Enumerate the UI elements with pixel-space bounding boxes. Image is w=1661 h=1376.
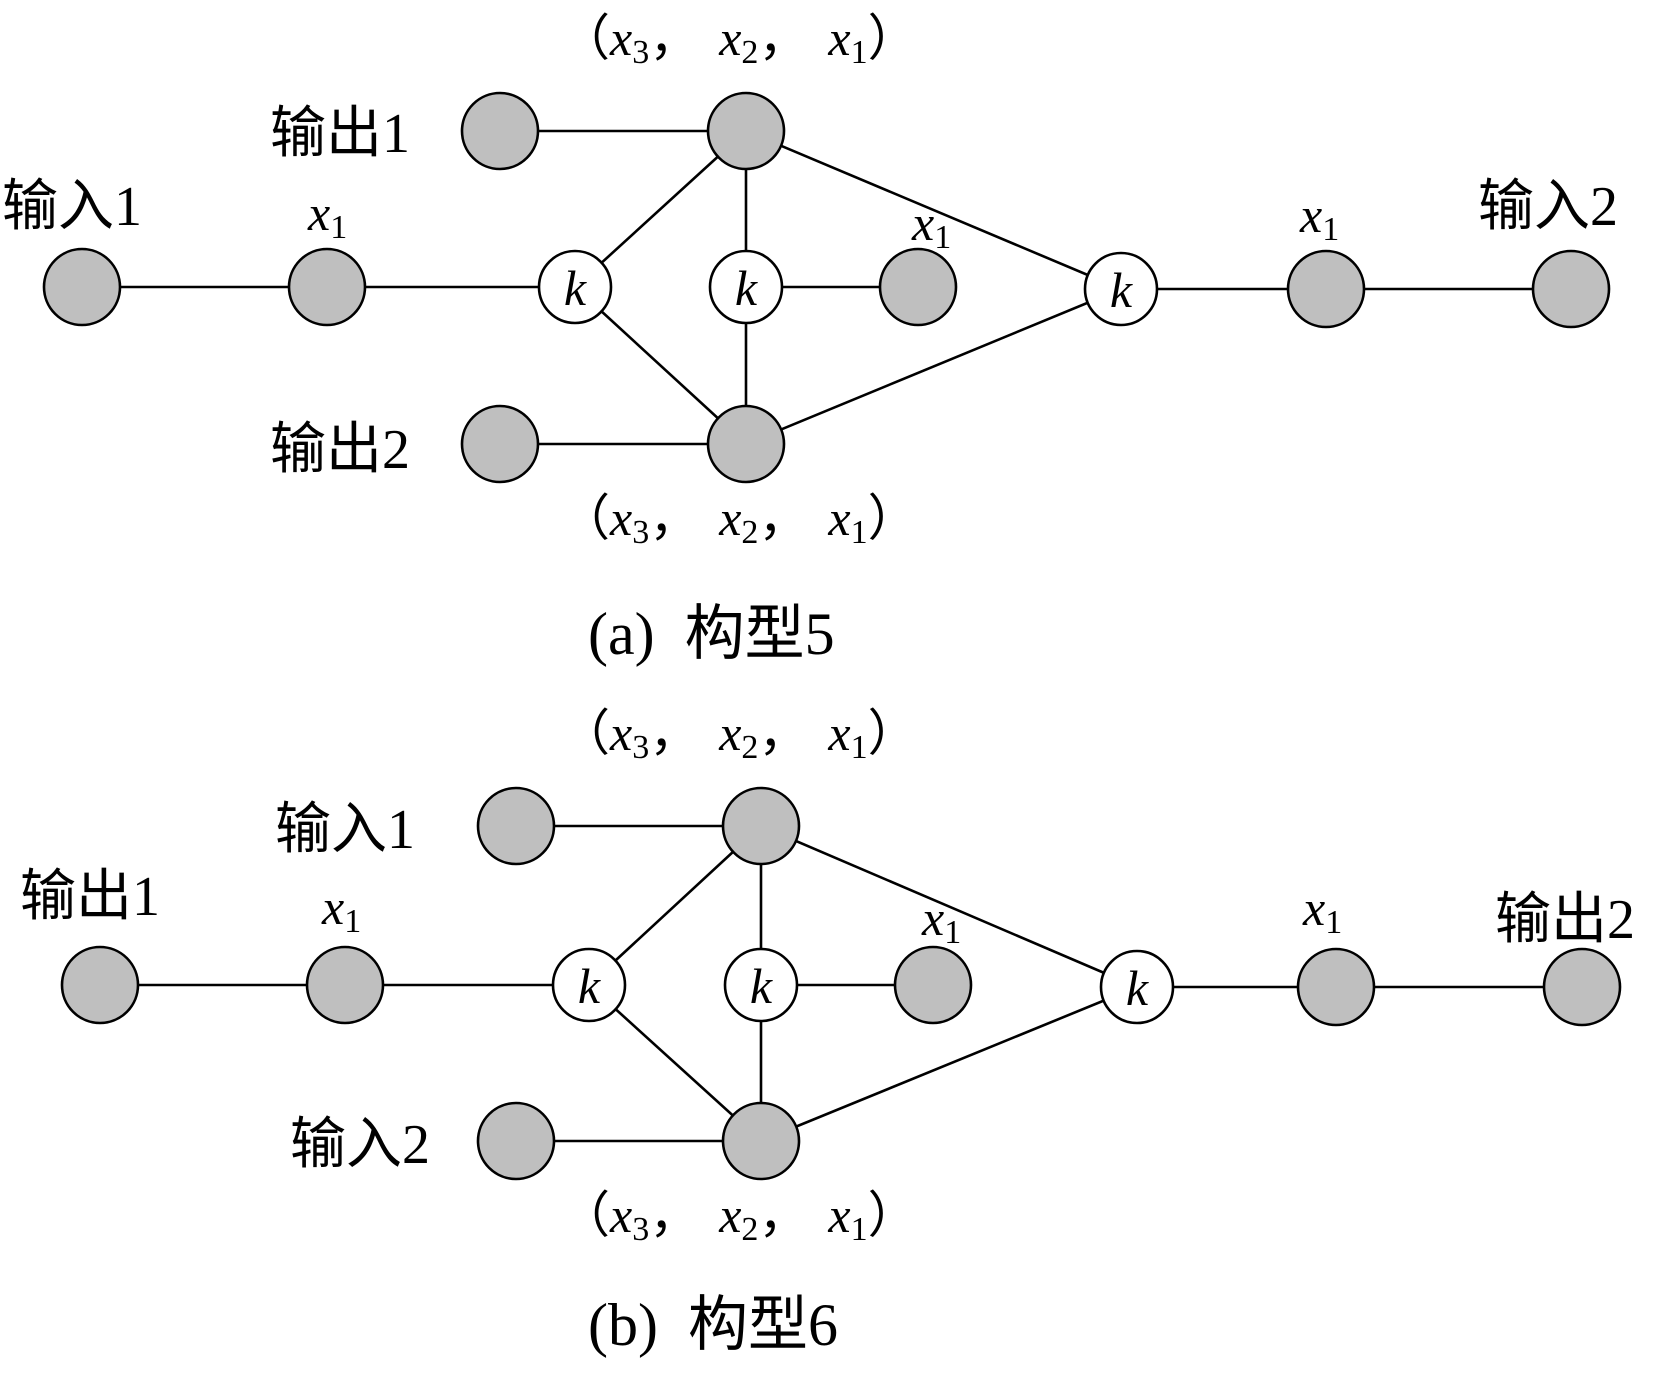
k-label: k [564,260,587,316]
port-label-left: 输出1 [20,866,160,928]
k-node [551,947,627,1023]
state-tuple-bottom: （x3，x2，x1） [560,490,918,551]
k-node [708,249,784,325]
graph-node [60,945,140,1025]
k-node [1099,949,1175,1025]
graph-node [1531,249,1611,329]
graph-node [878,247,958,327]
port-label-right: 输出2 [1495,889,1635,951]
k-label: k [1126,960,1149,1016]
k-node [537,249,613,325]
graph-node [721,786,801,866]
k-node [723,947,799,1023]
graph-node [460,404,540,484]
x1-label: x1 [1302,880,1342,941]
state-tuple-top: （x3，x2，x1） [560,705,918,766]
port-label-top: 输入1 [275,799,415,861]
graph-node [305,945,385,1025]
graph-node [42,247,122,327]
state-tuple-bottom: （x3，x2，x1） [560,1187,918,1248]
port-label-left: 输入1 [2,176,142,238]
port-label-bottom: 输入2 [290,1114,430,1176]
graph-node [706,91,786,171]
port-label-right: 输入2 [1478,176,1618,238]
x1-label: x1 [921,890,961,951]
state-tuple-top: （x3，x2，x1） [560,10,918,71]
edge [745,129,1122,291]
k-label: k [735,260,758,316]
port-label-top: 输出1 [270,103,410,165]
diagram-caption: (a) 构型5 [588,601,835,667]
graph-node [893,945,973,1025]
x1-label: x1 [1299,187,1339,248]
x1-label: x1 [911,195,951,256]
k-label: k [1110,262,1133,318]
diagram-a: k k k 输入1 输出1 输出2 输入2 x1 x1 x1 （x3，x2，x1… [2,10,1618,667]
edge [760,985,1138,1143]
graph-node [721,1101,801,1181]
graph-node [476,786,556,866]
k-label: k [578,958,601,1014]
x1-label: x1 [307,185,347,246]
k-node [1083,251,1159,327]
graph-node [460,91,540,171]
graph-node [476,1101,556,1181]
edge [760,824,1138,989]
port-label-bottom: 输出2 [270,419,410,481]
graph-node [706,404,786,484]
graph-node [287,247,367,327]
diagram-caption: (b) 构型6 [588,1292,838,1358]
diagram-b: k k k 输出1 输入1 输入2 输出2 x1 x1 x1 （x3，x2，x1… [20,705,1635,1358]
edge [745,287,1122,446]
graph-node [1286,249,1366,329]
x1-label: x1 [321,879,361,940]
graph-node [1296,947,1376,1027]
graph-node [1542,947,1622,1027]
k-label: k [750,958,773,1014]
